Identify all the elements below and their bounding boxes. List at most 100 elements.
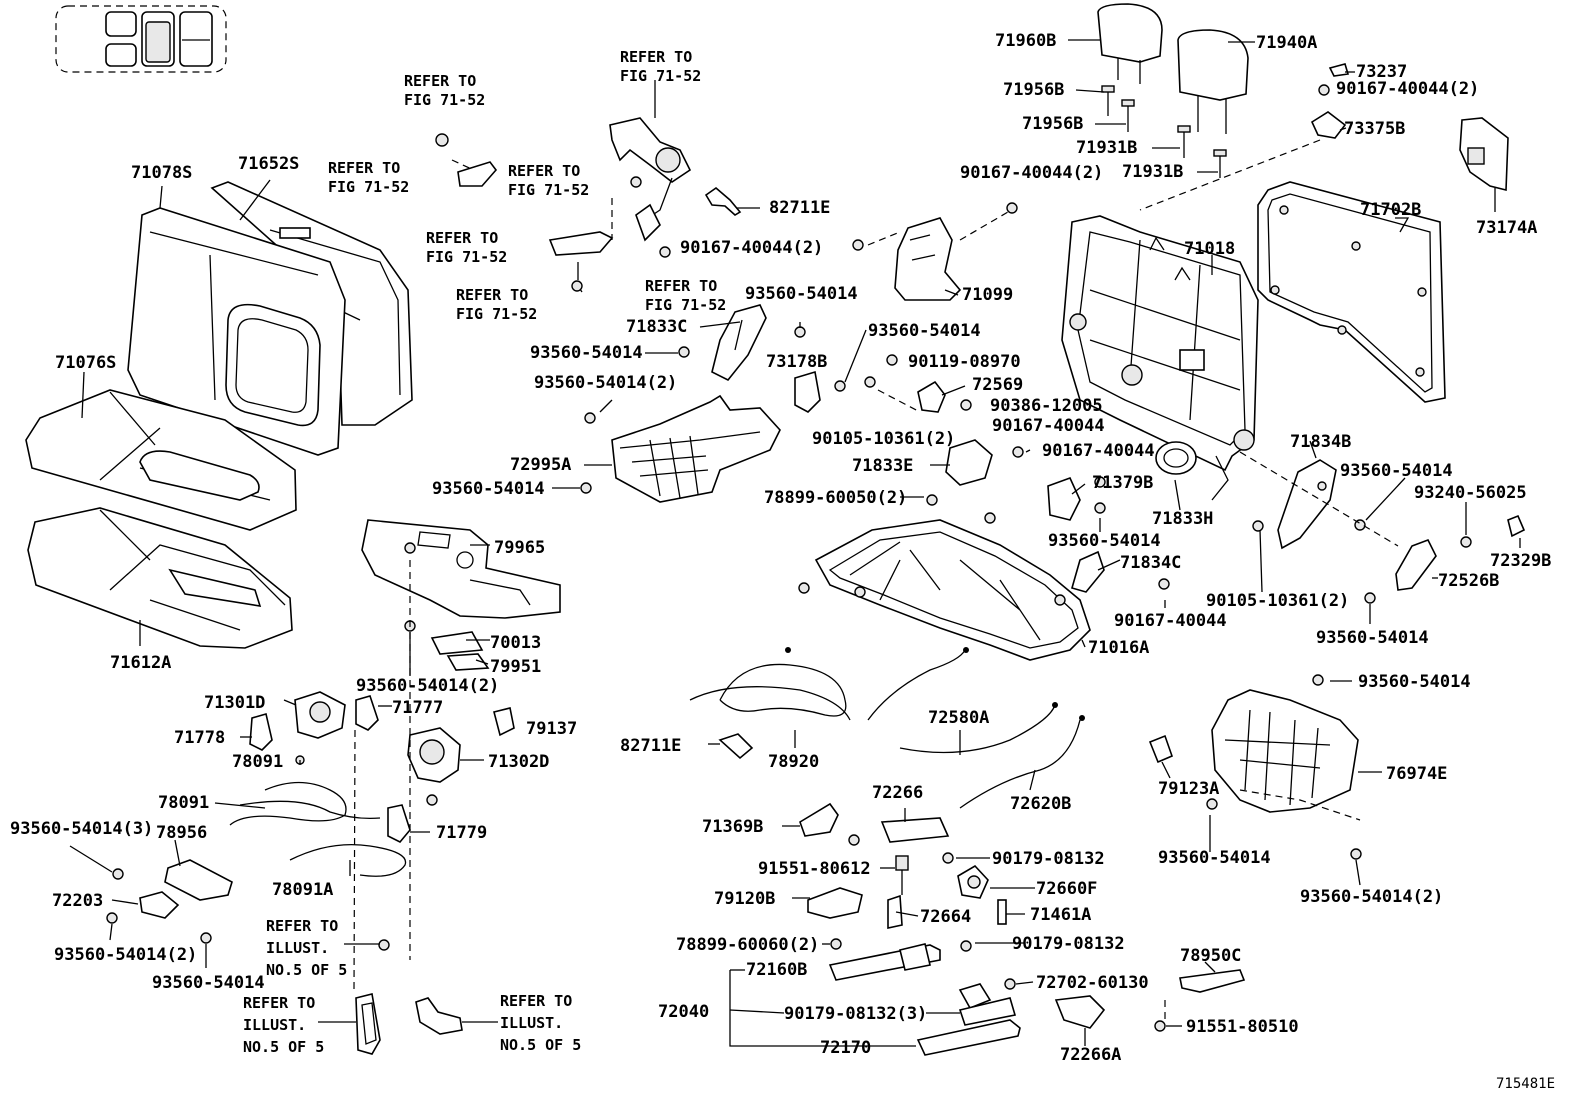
refer-fig-note: FIG 71-52 — [645, 296, 726, 314]
part-label: 78899-60060(2) — [676, 935, 819, 955]
part-label: 71099 — [962, 285, 1013, 305]
part-label: 93560-54014 — [530, 343, 643, 363]
refer-fig-note: FIG 71-52 — [456, 305, 537, 323]
part-label: 90167-40044(2) — [1336, 79, 1479, 99]
seat-cushion-71076s — [25, 389, 297, 531]
part-label: 93560-54014 — [1316, 628, 1429, 648]
refer-illust-parts — [355, 993, 463, 1055]
part-label: 78950C — [1180, 946, 1241, 966]
part-label: 90167-40044(2) — [680, 238, 823, 258]
part-label: 71834B — [1290, 432, 1351, 452]
refer-fig-note: REFER TO — [508, 162, 580, 180]
cables-78920-72580a-72620b — [689, 647, 1085, 809]
part-label: 79123A — [1158, 779, 1219, 799]
part-82711e-top — [704, 186, 742, 216]
refer-illust-note: NO.5 OF 5 — [500, 1036, 581, 1054]
part-label: 93560-54014(2) — [356, 676, 499, 696]
part-label: 90105-10361(2) — [812, 429, 955, 449]
part-label: 93560-54014 — [745, 284, 858, 304]
part-label: 70013 — [490, 633, 541, 653]
part-label: 71702B — [1360, 200, 1421, 220]
seat-location-inset — [55, 5, 227, 73]
refer-fig-note: REFER TO — [620, 48, 692, 66]
release-cables-78091 — [229, 620, 411, 991]
part-label: 90167-40044 — [1114, 611, 1227, 631]
part-label: 71379B — [1092, 473, 1153, 493]
seat-back-board-71702b — [1257, 181, 1446, 403]
part-label: 71779 — [436, 823, 487, 843]
recliner-mechanism-71302d — [387, 727, 461, 843]
part-label: 73178B — [766, 352, 827, 372]
part-76974e-cover — [1148, 674, 1362, 860]
refer-illust-note: REFER TO — [500, 992, 572, 1010]
part-label: 78091 — [232, 752, 283, 772]
part-label: 72266A — [1060, 1045, 1121, 1065]
part-label: 91551-80612 — [758, 859, 871, 879]
refer-notes: REFER TO FIG 71-52 REFER TO FIG 71-52 RE… — [243, 48, 726, 1056]
part-73178b — [794, 354, 921, 413]
headrest-supports — [1101, 85, 1227, 178]
part-label: 91551-80510 — [1186, 1017, 1299, 1037]
part-label: 71956B — [1003, 80, 1064, 100]
refer-fig-note: FIG 71-52 — [328, 178, 409, 196]
part-label: 71931B — [1122, 162, 1183, 182]
part-label: 71302D — [488, 752, 549, 772]
part-label: 73174A — [1476, 218, 1537, 238]
part-label: 72160B — [746, 960, 807, 980]
part-label: 93560-54014(2) — [54, 945, 197, 965]
small-parts-top-right — [1139, 63, 1509, 211]
refer-fig-note: REFER TO — [328, 159, 400, 177]
seat-cushion-cover-71612A — [27, 507, 293, 649]
part-label: 90386-12005 — [990, 396, 1103, 416]
part-label: 82711E — [620, 736, 681, 756]
part-71099 — [852, 202, 1018, 301]
part-label: 72266 — [872, 783, 923, 803]
leader-lines — [69, 39, 1521, 1047]
part-label: 79951 — [490, 657, 541, 677]
refer-fig-note: FIG 71-52 — [508, 181, 589, 199]
part-label: 71833H — [1152, 509, 1213, 529]
part-79965-plate — [361, 519, 561, 671]
refer-fig-note: REFER TO — [456, 286, 528, 304]
seat-track-parts — [799, 802, 1246, 1056]
part-label: 78091A — [272, 880, 333, 900]
part-label: 76974E — [1386, 764, 1447, 784]
part-label: 71834C — [1120, 553, 1181, 573]
refer-illust-note: NO.5 OF 5 — [243, 1038, 324, 1056]
refer-illust-note: REFER TO — [243, 994, 315, 1012]
part-label: 93560-54014 — [868, 321, 981, 341]
part-label: 90119-08970 — [908, 352, 1021, 372]
part-label: 71777 — [392, 698, 443, 718]
part-label: 78899-60050(2) — [764, 488, 907, 508]
recliner-mechanism-71301d — [249, 691, 515, 765]
part-label: 71461A — [1030, 905, 1091, 925]
part-label: 72660F — [1036, 879, 1097, 899]
part-label: 71940A — [1256, 33, 1317, 53]
part-label: 71369B — [702, 817, 763, 837]
seat-cushion-frame-71016a — [798, 494, 1170, 661]
refer-fig-note: REFER TO — [426, 229, 498, 247]
part-label: 93560-54014 — [1048, 531, 1161, 551]
part-label: 90105-10361(2) — [1206, 591, 1349, 611]
part-label: 72329B — [1490, 551, 1551, 571]
headrest-71940a — [1177, 29, 1249, 134]
part-label: 93560-54014 — [1340, 461, 1453, 481]
part-label: 71960B — [995, 31, 1056, 51]
part-label: 93560-54014 — [152, 973, 265, 993]
part-labels: 71960B 71940A 73237 90167-40044(2) 71956… — [10, 31, 1555, 1092]
headrest-71960b — [1097, 3, 1163, 84]
part-label: 71301D — [204, 693, 265, 713]
part-label: 72580A — [928, 708, 989, 728]
part-label: 72040 — [658, 1002, 709, 1022]
part-label: 90179-08132(3) — [784, 1004, 927, 1024]
part-label: 90179-08132 — [1012, 934, 1125, 954]
part-label: 82711E — [769, 198, 830, 218]
part-label: 71018 — [1184, 239, 1235, 259]
part-label: 72664 — [920, 907, 971, 927]
refer-illust-note: NO.5 OF 5 — [266, 961, 347, 979]
part-label: 79137 — [526, 719, 577, 739]
part-label: 93560-54014 — [432, 479, 545, 499]
refer-fig-note: FIG 71-52 — [404, 91, 485, 109]
part-label: 73237 — [1356, 62, 1407, 82]
part-label: 72170 — [820, 1038, 871, 1058]
